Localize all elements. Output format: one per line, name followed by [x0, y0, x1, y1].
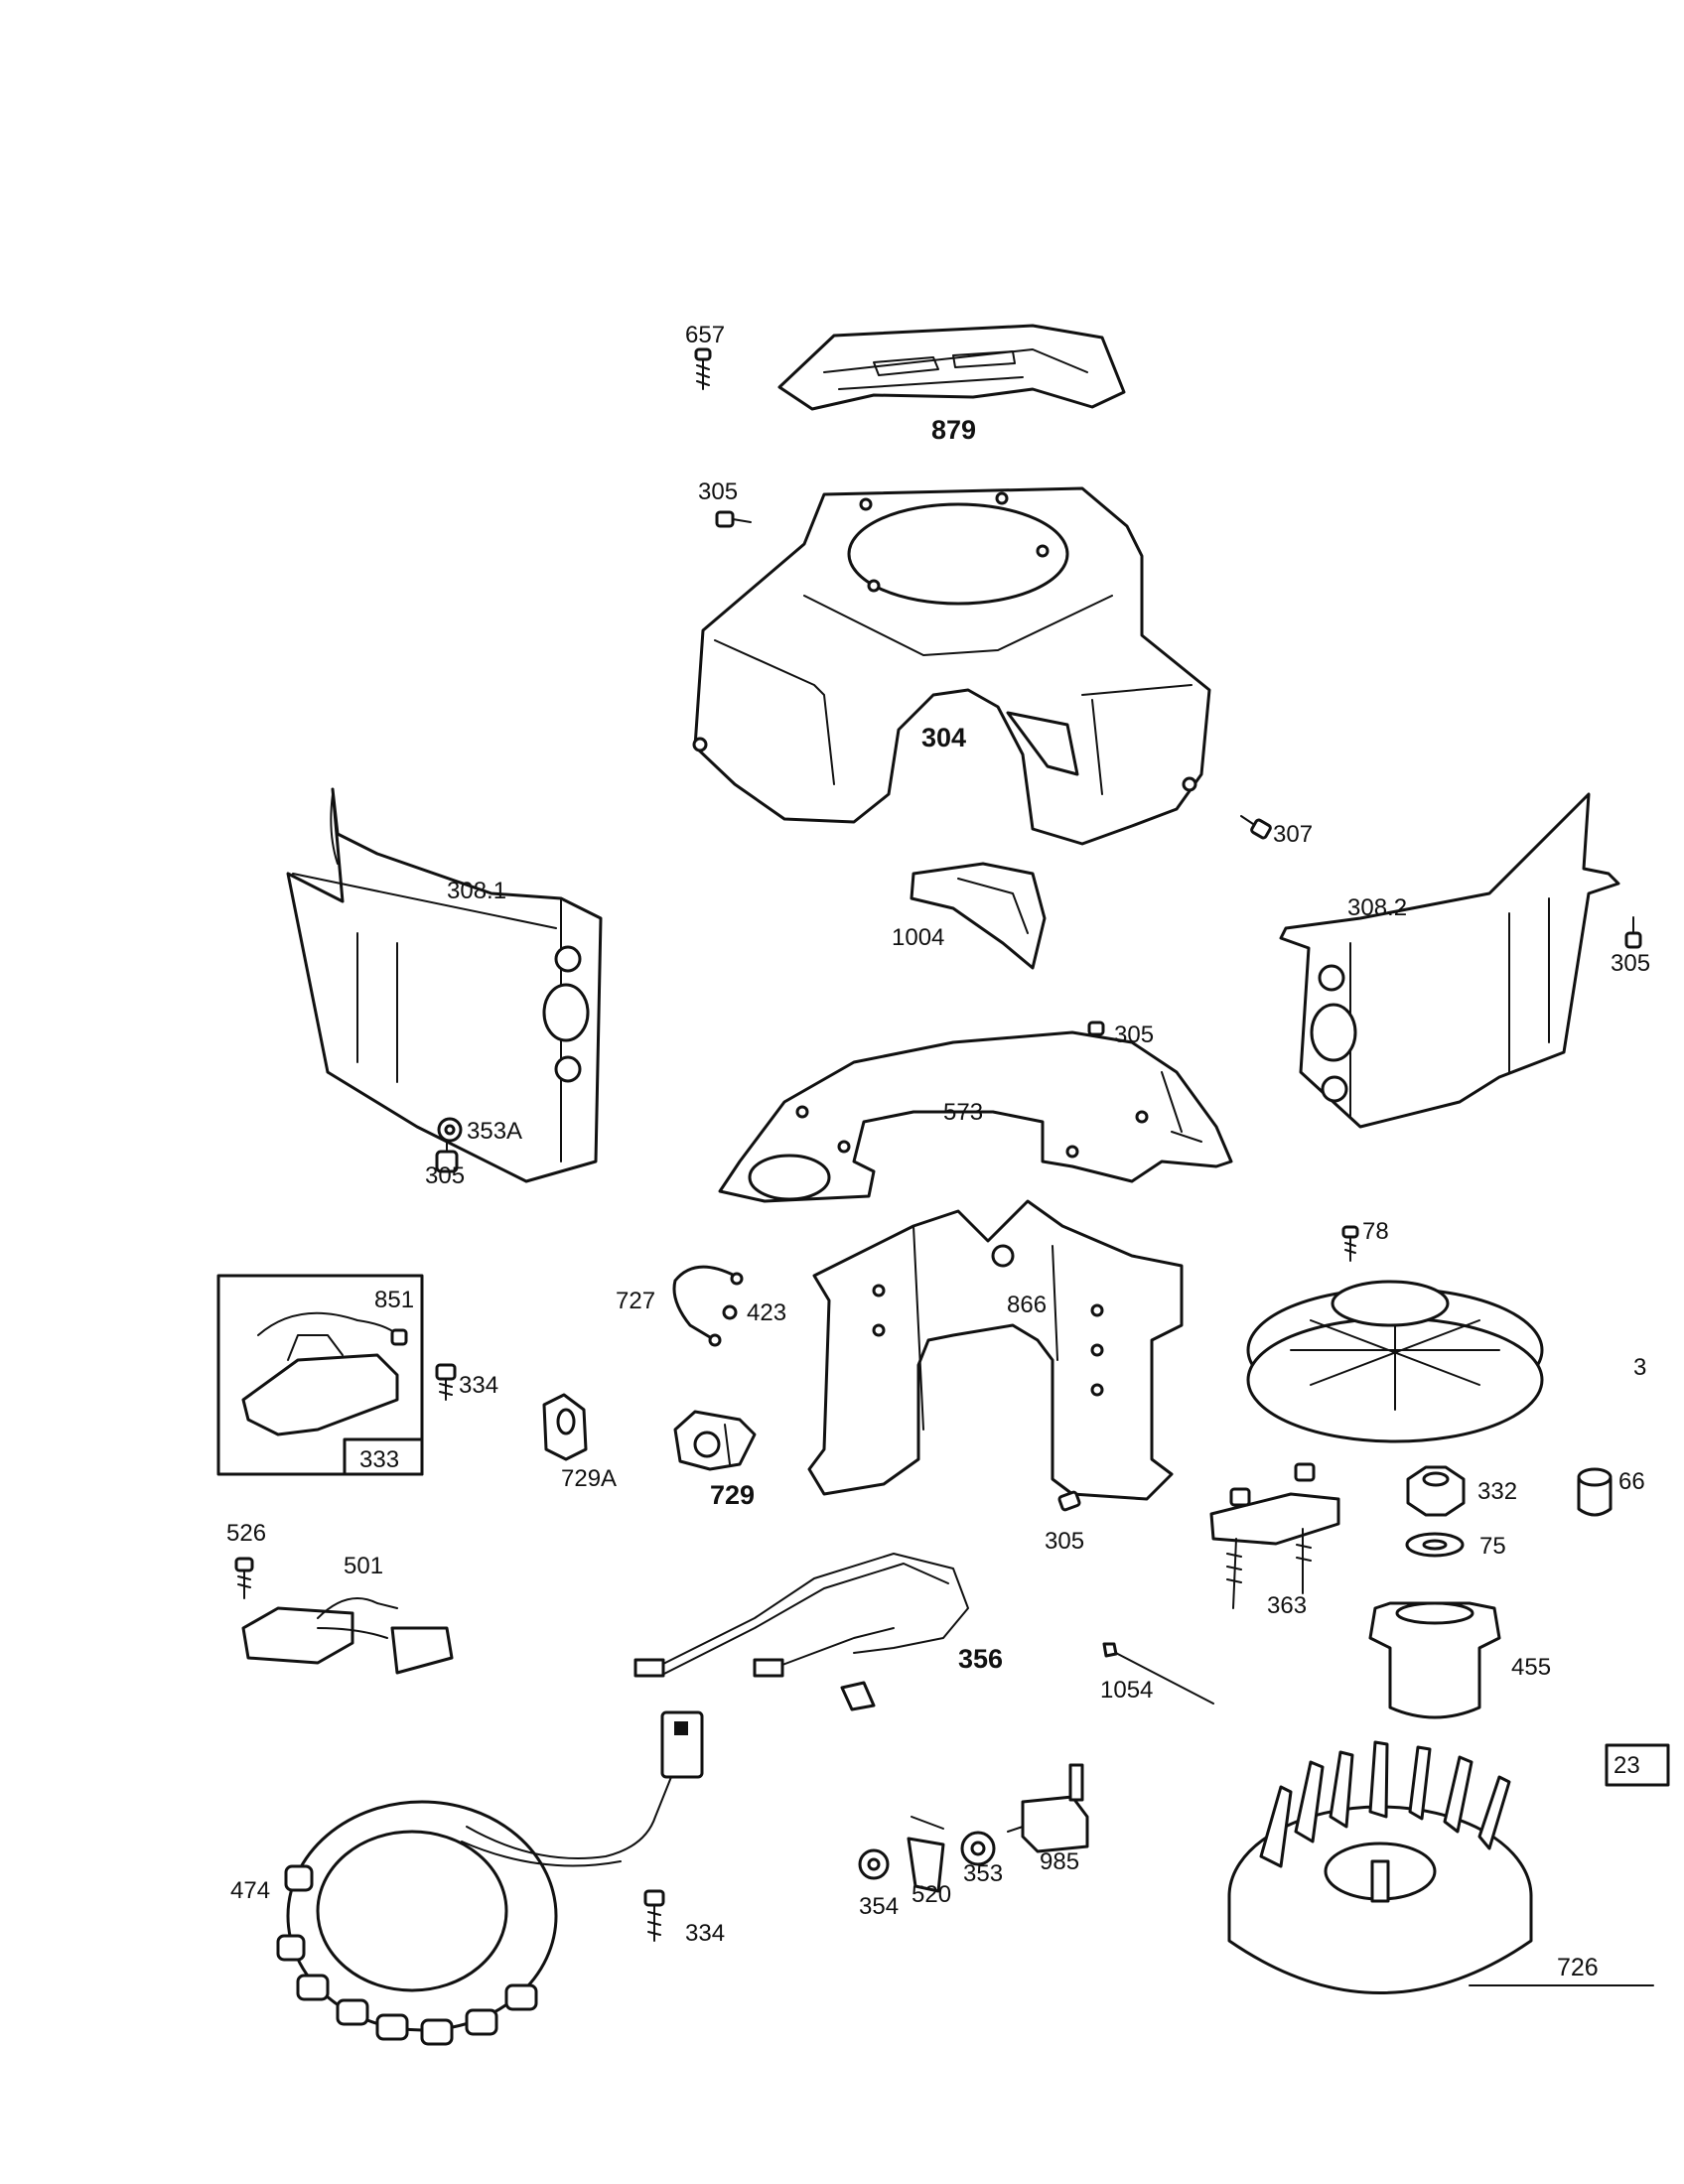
flywheel-fins — [1259, 1740, 1511, 1868]
bracket-363 — [1209, 1462, 1340, 1609]
label-879: 879 — [931, 415, 976, 445]
label-304: 304 — [921, 723, 966, 752]
stator-teeth — [276, 1864, 538, 2046]
ignition-module-851 — [241, 1311, 408, 1436]
nut-332 — [1406, 1465, 1466, 1517]
screw-526 — [234, 1557, 254, 1599]
label-308-1: 308.1 — [447, 878, 506, 904]
terminal-520 — [907, 1816, 945, 1893]
label-726: 726 — [1557, 1954, 1599, 1981]
rotating-screen — [1246, 1280, 1544, 1443]
air-guide-1004 — [910, 862, 1047, 970]
label-657: 657 — [685, 322, 725, 348]
label-305-right: 305 — [1611, 950, 1650, 977]
label-332: 332 — [1477, 1478, 1517, 1505]
label-573: 573 — [943, 1099, 983, 1126]
label-501: 501 — [344, 1553, 383, 1579]
bolt-305-left — [435, 1141, 459, 1173]
label-851: 851 — [374, 1287, 414, 1313]
label-729a: 729A — [561, 1465, 617, 1492]
label-727: 727 — [616, 1288, 655, 1314]
blower-housing-304 — [692, 486, 1211, 846]
rectifier-501 — [241, 1597, 454, 1675]
grommet-729a — [542, 1393, 588, 1461]
label-353: 353 — [963, 1860, 1003, 1887]
side-shield-308-2 — [1279, 792, 1620, 1129]
lockwasher-353 — [960, 1831, 996, 1866]
alternator-474 — [276, 1710, 704, 2046]
label-3-cut: 3 — [1633, 1354, 1646, 1381]
washer-353a — [437, 1117, 463, 1143]
label-353a: 353A — [467, 1118, 522, 1145]
screw-657 — [694, 347, 712, 390]
label-1004: 1004 — [892, 924, 944, 951]
label-23-cut: 23 — [1614, 1752, 1640, 1779]
bolt-305-top — [715, 510, 752, 528]
nut-423 — [722, 1304, 738, 1320]
nut-354 — [858, 1848, 890, 1880]
part-labels: 657 879 305 304 307 308.1 1004 308.2 305… — [226, 322, 1650, 1981]
lower-shield-866 — [807, 1199, 1184, 1501]
label-334-b: 334 — [685, 1920, 725, 1947]
bolt-334-b — [643, 1889, 665, 1942]
side-shield-308-1 — [286, 787, 603, 1183]
label-305-top: 305 — [698, 478, 738, 505]
back-plate-573 — [718, 1030, 1233, 1203]
label-66-cut: 66 — [1618, 1468, 1645, 1495]
bolt-305-right — [1624, 916, 1642, 949]
bolt-305-low — [1057, 1490, 1081, 1512]
wire-harness-356 — [633, 1553, 969, 1711]
label-305-mid: 305 — [1114, 1022, 1154, 1048]
switch-985 — [1007, 1763, 1089, 1853]
screw-78 — [1341, 1225, 1359, 1262]
label-78: 78 — [1362, 1218, 1389, 1245]
label-526: 526 — [226, 1520, 266, 1547]
label-520: 520 — [912, 1881, 951, 1908]
screw-307 — [1240, 815, 1272, 840]
clip-727 — [672, 1265, 744, 1347]
label-308-2: 308.2 — [1347, 894, 1407, 921]
label-363: 363 — [1267, 1592, 1307, 1619]
cable-tie-1054 — [1102, 1642, 1214, 1705]
label-474: 474 — [230, 1877, 270, 1904]
label-866: 866 — [1007, 1292, 1047, 1318]
label-356: 356 — [958, 1644, 1003, 1674]
label-307: 307 — [1273, 821, 1313, 848]
label-985: 985 — [1040, 1848, 1079, 1875]
label-729: 729 — [710, 1480, 755, 1510]
label-354: 354 — [859, 1893, 899, 1920]
spacer-66 — [1577, 1467, 1613, 1517]
label-334-a: 334 — [459, 1372, 498, 1399]
label-305-left: 305 — [425, 1162, 465, 1189]
label-333: 333 — [359, 1446, 399, 1473]
bolt-334-a — [435, 1363, 457, 1401]
clamp-729 — [673, 1410, 757, 1471]
label-455: 455 — [1511, 1654, 1551, 1681]
starter-cup-455 — [1368, 1601, 1501, 1719]
label-305-low: 305 — [1045, 1528, 1084, 1555]
label-1054: 1054 — [1100, 1677, 1153, 1704]
washer-75 — [1405, 1532, 1465, 1558]
label-423: 423 — [747, 1299, 786, 1326]
label-75: 75 — [1479, 1533, 1506, 1560]
flywheel-726 — [1227, 1740, 1670, 1994]
baffle-plate-879 — [777, 324, 1126, 411]
